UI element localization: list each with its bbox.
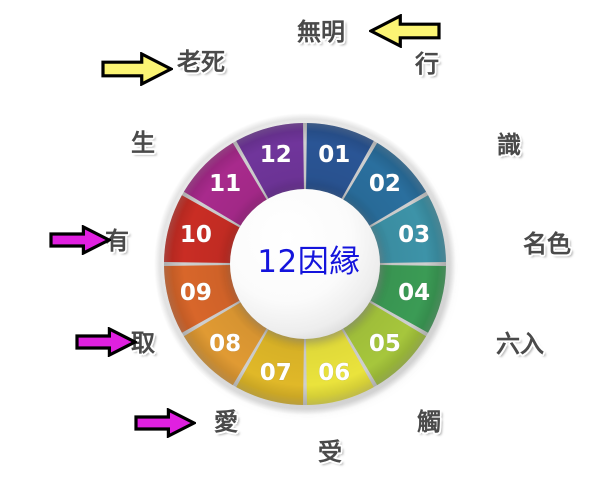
- segment-number-12: 12: [260, 142, 292, 168]
- outer-label-mumyo: 無明: [297, 18, 345, 46]
- center-caption: 12因縁: [257, 244, 360, 280]
- outer-label-myoshiki: 名色: [523, 230, 571, 258]
- segment-number-09: 09: [180, 280, 212, 306]
- outer-label-rokunyu: 六入: [496, 330, 544, 358]
- outer-label-gyo: 行: [415, 50, 439, 78]
- arrow-yellow-mumyo-glyph: [369, 14, 441, 48]
- arrow-magenta-ai-glyph: [134, 408, 196, 438]
- segment-number-03: 03: [398, 222, 430, 248]
- arrow-magenta-u-glyph: [49, 225, 111, 255]
- arrow-yellow-mumyo: [369, 14, 441, 48]
- arrow-magenta-shu-glyph: [75, 327, 137, 357]
- arrow-magenta-ai: [134, 408, 196, 438]
- segment-number-11: 11: [209, 171, 241, 197]
- segment-number-05: 05: [369, 331, 401, 357]
- outer-label-sho: 生: [131, 129, 155, 157]
- outer-label-ai: 愛: [214, 408, 238, 436]
- outer-label-roshi: 老死: [177, 48, 225, 76]
- arrow-magenta-shu: [75, 327, 137, 357]
- segment-number-10: 10: [180, 222, 212, 248]
- arrow-yellow-roshi-glyph: [101, 52, 173, 86]
- segment-number-04: 04: [398, 280, 430, 306]
- segment-number-01: 01: [318, 142, 350, 168]
- segment-number-06: 06: [318, 360, 350, 386]
- arrow-yellow-roshi: [101, 52, 173, 86]
- arrow-magenta-u: [49, 225, 111, 255]
- segment-number-labels: 01 02 03 04 05 06 07 08 09 10 11 12: [180, 142, 431, 387]
- outer-label-soku: 觸: [417, 408, 441, 436]
- center-hub-sphere: [230, 189, 380, 339]
- segment-number-02: 02: [369, 171, 401, 197]
- segment-number-08: 08: [209, 331, 241, 357]
- outer-label-ju: 受: [318, 438, 342, 466]
- segment-number-07: 07: [260, 360, 292, 386]
- outer-label-shiki: 識: [497, 131, 521, 159]
